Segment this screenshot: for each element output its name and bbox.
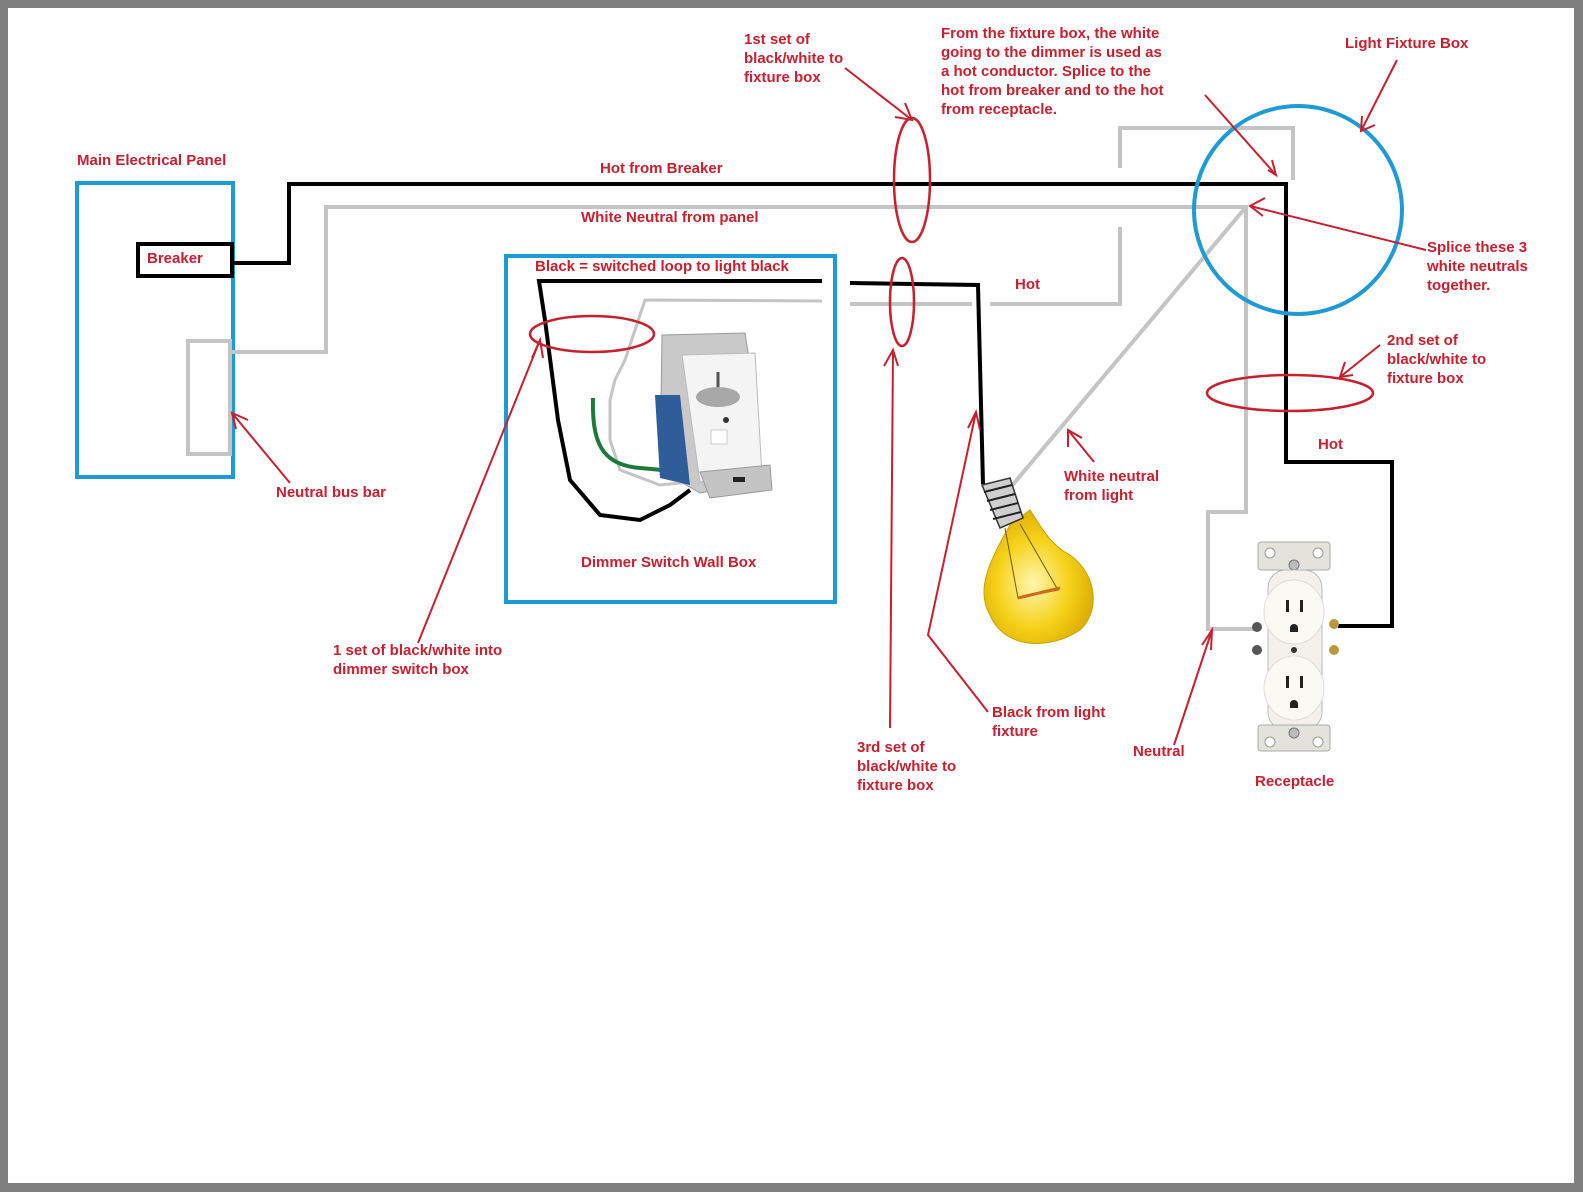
light-bulb-icon <box>980 477 1094 644</box>
splice-neutrals-label: Splice these 3 white neutrals together. <box>1427 239 1528 294</box>
arrow-light-fixture-box <box>1360 59 1398 132</box>
dimmer-switch-wall-box <box>504 254 837 604</box>
set3-fixture-ellipse <box>888 256 916 348</box>
receptacle-icon <box>1252 541 1339 752</box>
hot-from-breaker-wire <box>232 182 1394 628</box>
dimmer-box-label: Dimmer Switch Wall Box <box>581 554 757 571</box>
white-neutral-from-light-wire <box>1008 205 1248 490</box>
arrow-white-neutral-from-light <box>1067 429 1095 463</box>
white-neutral-from-panel-label: White Neutral from panel <box>581 209 759 226</box>
hot-from-breaker-label: Hot from Breaker <box>600 160 723 177</box>
arrow-fixture-note <box>1204 94 1277 176</box>
dimmer-white-return-wire <box>990 227 1122 306</box>
arrow-neutral <box>1173 629 1213 746</box>
fixture-note-label: From the fixture box, the white going to… <box>941 25 1164 118</box>
white-neutral-from-light-label: White neutral from light <box>1064 468 1160 504</box>
black-from-light-label: Black from light fixture <box>992 704 1106 740</box>
hot-mid-label: Hot <box>1015 276 1040 293</box>
arrow-splice-neutrals <box>1249 205 1427 251</box>
switched-loop-black-wire <box>536 279 822 523</box>
set1-into-dimmer-label: 1 set of black/white into dimmer switch … <box>333 642 503 678</box>
light-fixture-box-circle <box>1192 104 1404 316</box>
receptacle-label: Receptacle <box>1255 773 1335 790</box>
arrow-set3-fixture <box>889 349 894 729</box>
main-panel-label: Main Electrical Panel <box>77 152 227 169</box>
switched-loop-white-wire <box>608 298 823 487</box>
neutral-label: Neutral <box>1133 743 1185 760</box>
set2-fixture-ellipse <box>1205 373 1375 413</box>
switched-loop-black-wire-2 <box>849 281 985 485</box>
hot-right-label: Hot <box>1318 436 1343 453</box>
light-fixture-box-label: Light Fixture Box <box>1345 35 1469 52</box>
set1-fixture-label: 1st set of black/white to fixture box <box>744 31 844 86</box>
set3-fixture-label: 3rd set of black/white to fixture box <box>857 739 957 794</box>
neutral-bus-bar <box>186 339 232 456</box>
arrow-black-from-light <box>926 411 989 713</box>
arrow-set1-fixture <box>844 67 913 121</box>
neutral-bus-bar-label: Neutral bus bar <box>276 484 387 501</box>
set1-dimmer-ellipse <box>528 314 656 354</box>
set1-fixture-ellipse <box>892 116 932 244</box>
dimmer-switch-icon <box>655 332 773 499</box>
fixture-hot-white-wire <box>1118 126 1295 180</box>
main-panel-box <box>75 181 235 479</box>
breaker-label: Breaker <box>147 250 203 267</box>
switched-loop-label: Black = switched loop to light black <box>535 258 789 275</box>
breaker-box <box>136 242 234 278</box>
white-neutral-from-panel-wire <box>232 205 1258 631</box>
annotation-arrows <box>230 59 1427 746</box>
arrow-set1-dimmer <box>417 339 541 644</box>
set2-fixture-label: 2nd set of black/white to fixture box <box>1387 332 1487 387</box>
arrow-neutral-bus-bar <box>231 412 291 484</box>
arrow-set2-fixture <box>1339 344 1381 378</box>
